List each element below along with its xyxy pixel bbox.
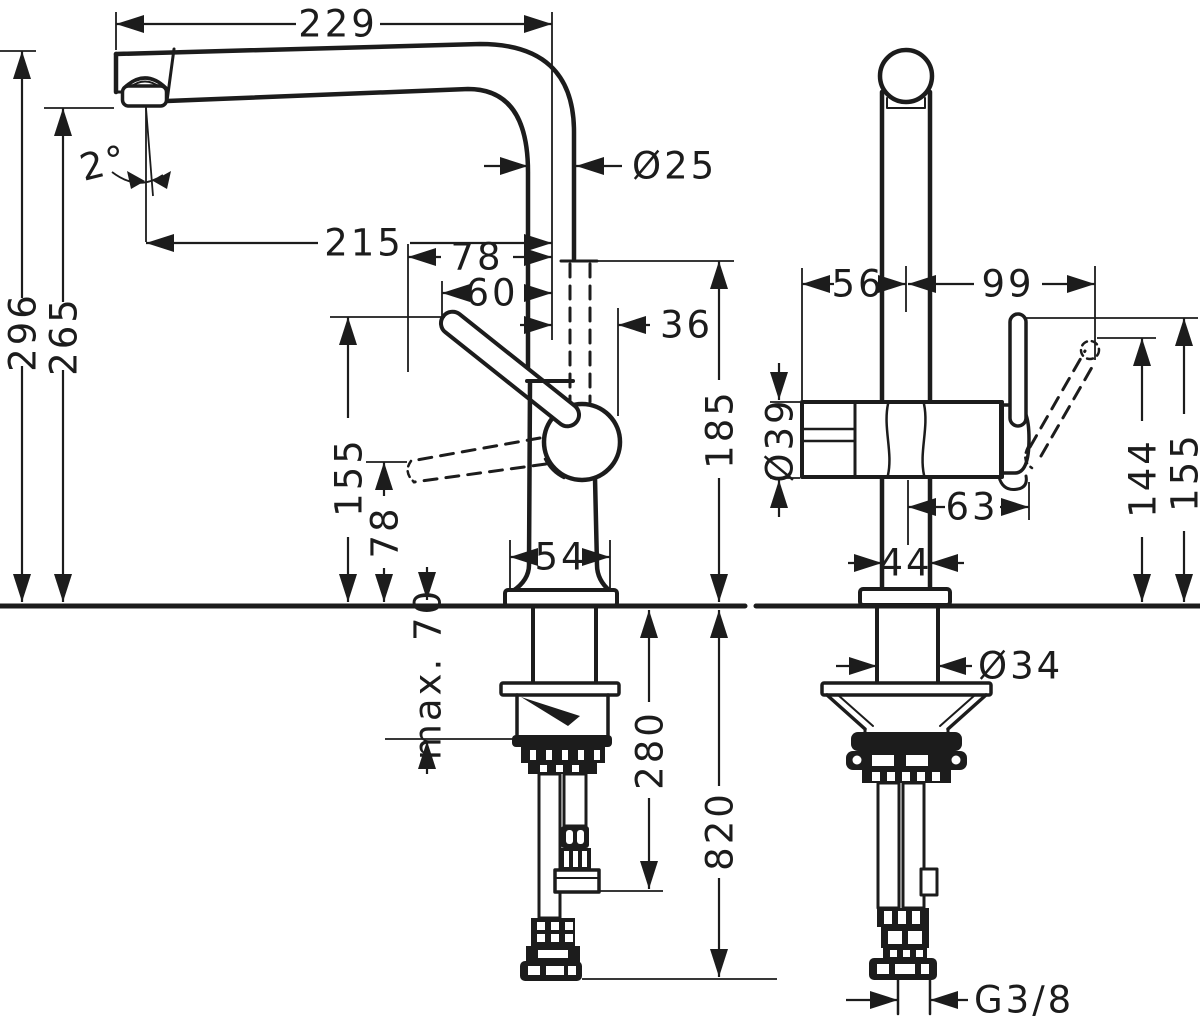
dim-max-counter-70: max. 70: [385, 567, 513, 774]
handle-side-open-dashed: [1024, 339, 1101, 470]
threaded-shank: [875, 606, 940, 685]
dim-spout-height-265: 265: [43, 107, 114, 602]
dim-spout-diameter-25: Ø25: [484, 145, 717, 188]
handle-hook: [997, 474, 1028, 491]
valve-housing: [800, 400, 1031, 479]
dim-label-o25: Ø25: [632, 145, 717, 188]
dim-reach-78: 78: [407, 236, 552, 372]
front-view: 2°: [0, 3, 777, 981]
mounting-hardware-front: [499, 606, 621, 981]
side-view: 56 99 Ø39 63 144: [753, 47, 1200, 1020]
dim-label-296: 296: [2, 292, 45, 372]
angle-arrow-left: [127, 171, 145, 189]
dim-label-78-low: 78: [364, 505, 407, 558]
dim-handle-low-78: 78: [364, 461, 407, 602]
dim-label-144: 144: [1122, 438, 1165, 518]
dim-thread-g38: G3/8: [846, 979, 1074, 1020]
hose-tail: [896, 978, 932, 1016]
dim-label-155-front: 155: [328, 437, 371, 517]
hose-clip-tab: [919, 867, 939, 897]
dim-handle-open-144: 144: [1097, 337, 1165, 602]
handle-lever: [438, 309, 582, 429]
dim-label-56: 56: [831, 263, 884, 306]
dim-handle-top-155: 155: [328, 316, 445, 602]
dim-label-44: 44: [879, 542, 932, 585]
dim-label-o34: Ø34: [978, 645, 1063, 688]
dim-total-height-296: 296: [0, 50, 45, 602]
spout-pipe-end: [877, 47, 935, 105]
dim-label-99: 99: [981, 263, 1034, 306]
dim-label-280: 280: [629, 710, 672, 790]
dim-label-155-side: 155: [1164, 432, 1200, 512]
dim-aerator-reach-215: 215: [146, 222, 552, 265]
handle-lever-lowered-dashed: [406, 436, 548, 484]
dim-rear-offset-99: 99: [908, 263, 1096, 360]
dim-shank-diameter-34: Ø34: [836, 645, 1063, 688]
dim-label-spray-angle: 2°: [75, 136, 132, 189]
hose-elbow-outlet: [553, 868, 601, 894]
dim-label-54: 54: [534, 536, 587, 579]
shutoff-valve-groove: [800, 427, 857, 443]
angle-arrow-right: [153, 171, 171, 189]
dim-label-36: 36: [660, 304, 713, 347]
supply-hose-short: [562, 772, 588, 828]
dim-label-g38: G3/8: [974, 979, 1074, 1020]
spout-outline: [113, 41, 599, 384]
spray-angle-annotation: 2°: [75, 106, 171, 242]
dim-label-265: 265: [43, 296, 86, 376]
dim-handle-closed-155: 155: [1024, 317, 1200, 602]
handle-side-closed: [997, 312, 1028, 491]
plinth-side: [858, 587, 952, 607]
dim-short-hose-280: 280: [599, 610, 672, 892]
column: [877, 47, 935, 595]
dim-long-hose-820: 820: [582, 610, 777, 980]
mounting-hardware-side: [820, 606, 993, 1016]
dim-label-185: 185: [699, 389, 742, 469]
supply-hose-long: [537, 772, 562, 920]
dim-label-78: 78: [450, 236, 503, 279]
dim-label-60: 60: [465, 272, 518, 315]
dim-outlet-height-185: 185: [597, 260, 742, 602]
dim-offset-36: 36: [520, 304, 713, 416]
dim-reach-60: 60: [441, 272, 552, 316]
dim-base-width-54: 54: [509, 536, 611, 589]
dim-label-max70: max. 70: [407, 588, 450, 760]
dim-label-63: 63: [945, 486, 998, 529]
dim-spout-reach-229: 229: [115, 3, 553, 340]
dim-label-215: 215: [324, 222, 404, 265]
dim-front-offset-56: 56: [801, 263, 907, 400]
aerator-head: [120, 76, 169, 108]
dim-handle-reach-63: 63: [907, 480, 1030, 545]
dim-label-229: 229: [298, 3, 378, 46]
dim-column-width-44: 44: [848, 542, 964, 585]
dim-label-o39: Ø39: [759, 397, 802, 482]
dim-label-820: 820: [699, 791, 742, 871]
dim-body-diameter-39: Ø39: [759, 363, 802, 517]
